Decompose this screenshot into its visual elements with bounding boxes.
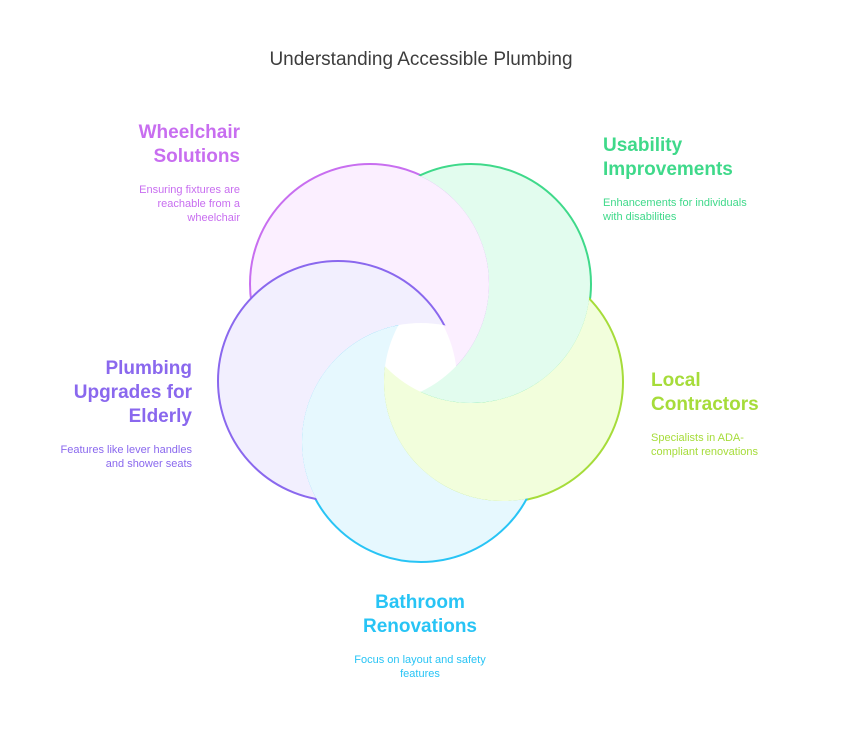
local-desc: Specialists in ADA-compliant renovations — [651, 432, 759, 458]
usability-title-line: Improvements — [603, 159, 733, 180]
elderly-desc: Features like lever handles and shower s… — [60, 444, 192, 470]
label-wheelchair: Wheelchair Solutions Ensuring fixtures a… — [90, 121, 240, 225]
label-elderly: Plumbing Upgrades for Elderly Features l… — [40, 357, 192, 471]
local-title-line: Local — [651, 370, 701, 391]
wheelchair-title: Wheelchair Solutions — [90, 121, 240, 169]
petal-circle-elderly — [217, 260, 459, 502]
petal-elderly — [217, 260, 459, 502]
usability-title: Usability Improvements — [603, 134, 773, 182]
label-usability: Usability Improvements Enhancements for … — [603, 134, 773, 224]
bathroom-desc: Focus on layout and safety features — [354, 654, 486, 680]
bathroom-title-line: Renovations — [362, 616, 478, 637]
local-title-line: Contractors — [651, 394, 759, 415]
wheelchair-title-line: Solutions — [153, 146, 240, 167]
bathroom-title-line: Bathroom — [375, 592, 465, 613]
elderly-title-line: Elderly — [128, 406, 192, 427]
elderly-title-line: Plumbing — [105, 358, 192, 379]
local-title: Local Contractors — [651, 369, 791, 417]
elderly-title: Plumbing Upgrades for Elderly — [40, 357, 192, 429]
bathroom-title: Bathroom Renovations — [330, 591, 510, 639]
wheelchair-title-line: Wheelchair — [138, 122, 240, 143]
usability-title-line: Usability — [603, 135, 683, 156]
label-local: Local Contractors Specialists in ADA-com… — [651, 369, 791, 459]
wheelchair-desc: Ensuring fixtures are reachable from a w… — [139, 184, 240, 224]
usability-desc: Enhancements for individuals with disabi… — [603, 197, 747, 223]
label-bathroom: Bathroom Renovations Focus on layout and… — [330, 591, 510, 681]
diagram-title: Understanding Accessible Plumbing — [269, 49, 573, 70]
elderly-title-line: Upgrades for — [73, 382, 192, 403]
